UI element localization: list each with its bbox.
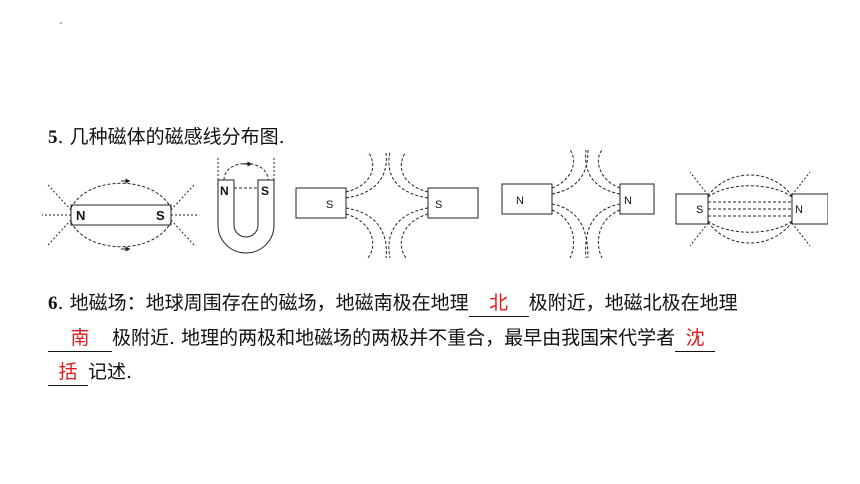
- unlike-poles-left-label: S: [696, 204, 703, 216]
- u-magnet-north-label: N: [220, 184, 229, 198]
- question-6-number: 6: [48, 293, 58, 314]
- unlike-poles-figure: S N: [675, 171, 828, 247]
- answer-blank-3a: 沈: [675, 325, 716, 352]
- question-5-text: . 几种磁体的磁感线分布图.: [57, 126, 285, 148]
- magnetic-field-figures: N S N S S S: [42, 150, 828, 259]
- like-poles-s-right-label: S: [435, 199, 442, 211]
- question-6-part4: 记述.: [88, 361, 133, 383]
- corner-mark: [60, 22, 62, 24]
- answer-blank-2: 南: [48, 325, 112, 352]
- question-6-part1: . 地磁场：地球周围存在的磁场，地磁南极在地理: [57, 292, 469, 314]
- unlike-poles-right-label: N: [795, 204, 803, 216]
- answer-blank-3b: 括: [48, 359, 88, 386]
- question-6-part2: 极附近，地磁北极在地理: [528, 292, 738, 314]
- like-poles-s-figure: S S: [295, 151, 479, 259]
- question-5-number: 5: [48, 127, 58, 148]
- question-6-part3: 极附近. 地理的两极和地磁场的两极并不重合，最早由我国宋代学者: [112, 327, 676, 349]
- bar-magnet-north-label: N: [76, 208, 85, 223]
- u-magnet-figure: N S: [217, 156, 275, 254]
- like-poles-n-left-label: N: [516, 195, 524, 207]
- like-poles-s-left-label: S: [326, 199, 333, 211]
- answer-blank-1: 北: [468, 290, 529, 317]
- like-poles-n-right-label: N: [624, 195, 632, 207]
- u-magnet-south-label: S: [261, 184, 269, 198]
- bar-magnet-south-label: S: [156, 208, 165, 223]
- question-5: 5. 几种磁体的磁感线分布图.: [48, 122, 285, 149]
- like-poles-n-figure: N N: [501, 150, 655, 259]
- question-6: 6. 地磁场：地球周围存在的磁场，地磁南极在地理北极附近，地磁北极在地理南极附近…: [48, 286, 828, 389]
- bar-magnet-figure: N S: [42, 178, 198, 252]
